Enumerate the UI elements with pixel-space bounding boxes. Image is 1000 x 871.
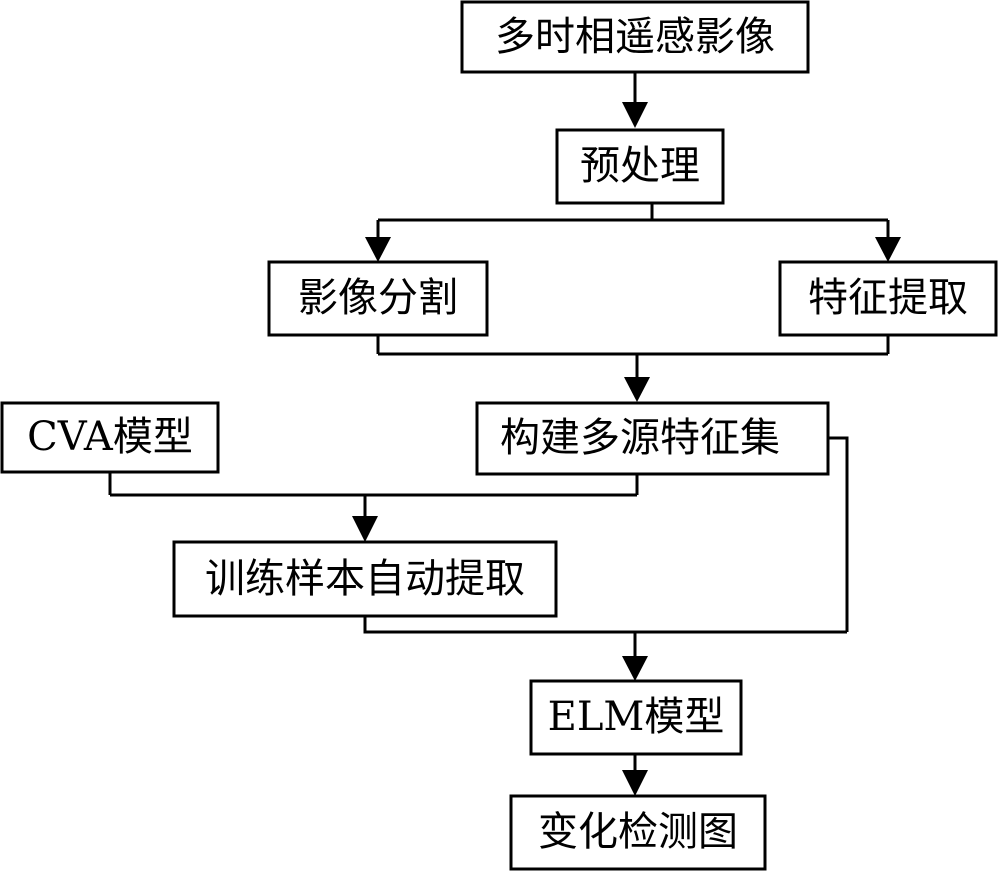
node-segmentation-label: 影像分割 (298, 275, 458, 321)
arrowhead-preprocess (622, 102, 648, 128)
node-change-map-label: 变化检测图 (538, 809, 738, 855)
node-change-map: 变化检测图 (509, 794, 767, 871)
arrowhead-elm (622, 656, 648, 681)
node-cva-model-label: CVA模型 (27, 414, 193, 460)
connector-cva-and-featureset-to-training (108, 472, 639, 524)
node-training-samples-label: 训练样本自动提取 (205, 556, 525, 602)
arrowhead-feature-extraction (875, 237, 901, 262)
arrowhead-change-map (622, 770, 648, 796)
node-feature-extraction: 特征提取 (778, 260, 998, 337)
node-preprocess: 预处理 (555, 128, 725, 205)
node-cva-model: CVA模型 (0, 401, 220, 474)
arrowhead-feature-set (624, 377, 650, 402)
node-feature-set: 构建多源特征集 (475, 401, 830, 476)
connector-preprocess-split (376, 203, 890, 245)
node-images-label: 多时相遥感影像 (495, 14, 775, 60)
node-images: 多时相遥感影像 (460, 0, 810, 74)
node-preprocess-label: 预处理 (580, 143, 700, 189)
connector-merge-to-feature-set (376, 335, 890, 385)
node-training-samples: 训练样本自动提取 (172, 540, 558, 618)
connector-feature-set-bypass (828, 436, 849, 632)
node-elm-model-label: ELM模型 (548, 694, 725, 740)
node-segmentation: 影像分割 (267, 260, 489, 337)
connector-training-to-elm (363, 616, 847, 664)
node-feature-set-label: 构建多源特征集 (500, 415, 780, 461)
arrowhead-training-samples (352, 516, 378, 542)
node-feature-extraction-label: 特征提取 (808, 275, 968, 321)
arrowhead-segmentation (365, 237, 391, 262)
node-elm-model: ELM模型 (529, 679, 743, 756)
